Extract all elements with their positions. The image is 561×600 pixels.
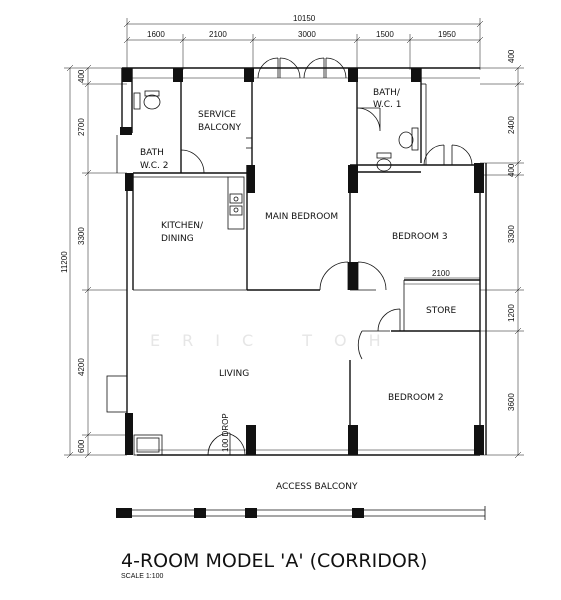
- label-drop: 100 DROP: [221, 413, 230, 452]
- top-dimension-lines: 10150 1600 2100 3000 1500 1950: [123, 14, 484, 70]
- dim-right-2: 2400: [507, 116, 516, 134]
- label-service-balcony-1: SERVICE: [198, 110, 236, 120]
- dim-right-5: 1200: [507, 304, 516, 322]
- dim-overall-width: 10150: [293, 14, 316, 23]
- label-main-bedroom: MAIN BEDROOM: [265, 212, 338, 222]
- right-dimension-lines: 400 2400 400 3300 1200 3600: [480, 49, 524, 459]
- dim-store-width: 2100: [432, 269, 450, 278]
- plan-title: 4-ROOM MODEL 'A' (CORRIDOR): [121, 550, 427, 572]
- label-bath-wc2-1: BATH: [140, 148, 164, 158]
- left-dimension-lines: 11200 400 2700 3300 4200 600: [60, 64, 127, 459]
- label-bath-wc1-1: BATH/: [373, 88, 401, 98]
- doors: [180, 57, 473, 456]
- label-access-balcony: ACCESS BALCONY: [276, 482, 358, 492]
- label-living: LIVING: [219, 369, 249, 379]
- dim-top-4: 1500: [376, 30, 394, 39]
- fixtures: [106, 90, 419, 456]
- dim-top-1: 1600: [147, 30, 165, 39]
- label-service-balcony-2: BALCONY: [198, 123, 241, 133]
- label-bedroom-2: BEDROOM 2: [388, 393, 444, 403]
- label-store: STORE: [426, 306, 457, 316]
- dim-left-5: 600: [77, 439, 86, 453]
- label-bath-wc1-2: W.C. 1: [373, 100, 401, 110]
- access-balcony-rail: [116, 506, 486, 520]
- dim-right-3: 400: [507, 163, 516, 177]
- dim-right-4: 3300: [507, 225, 516, 243]
- label-kitchen-dining-2: DINING: [161, 234, 194, 244]
- dim-right-1: 400: [507, 49, 516, 63]
- structural-columns: [116, 68, 484, 518]
- dim-left-overall: 11200: [60, 251, 69, 273]
- dim-left-3: 3300: [77, 227, 86, 245]
- dim-top-2: 2100: [209, 30, 227, 39]
- dim-right-6: 3600: [507, 393, 516, 411]
- dim-top-3: 3000: [298, 30, 316, 39]
- dim-left-4: 4200: [77, 358, 86, 376]
- dim-top-5: 1950: [438, 30, 456, 39]
- watermark: ERIC TOH: [150, 331, 403, 350]
- label-bedroom-3: BEDROOM 3: [392, 232, 448, 242]
- label-kitchen-dining-1: KITCHEN/: [161, 221, 204, 231]
- room-labels: SERVICE BALCONY BATH/ W.C. 1 BATH W.C. 2…: [140, 88, 457, 492]
- plan-scale: SCALE 1:100: [121, 573, 164, 580]
- label-bath-wc2-2: W.C. 2: [140, 161, 168, 171]
- dim-left-1: 400: [77, 69, 86, 83]
- dim-left-2: 2700: [77, 118, 86, 136]
